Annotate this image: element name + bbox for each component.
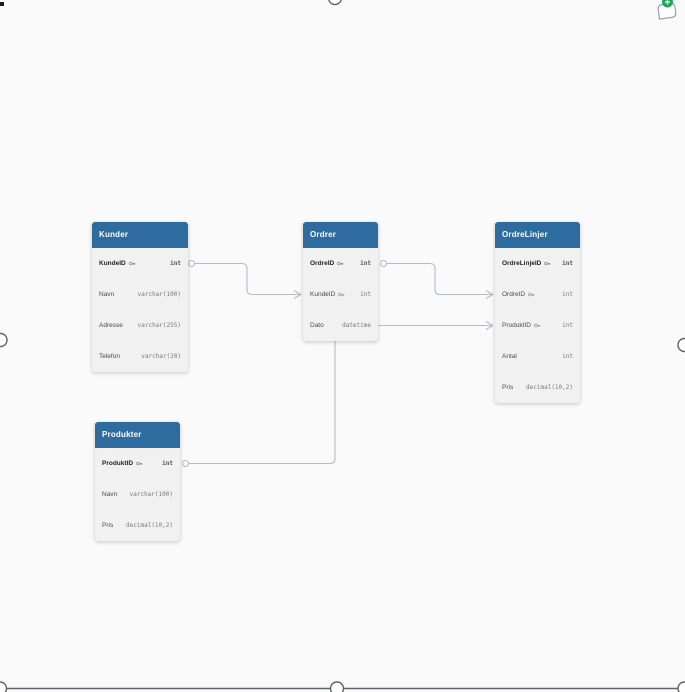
foreign-key-icon	[338, 292, 345, 297]
table-header[interactable]: Produkter	[95, 422, 180, 448]
field-row[interactable]: OrdreID int	[495, 279, 580, 310]
field-row[interactable]: Antal int	[495, 341, 580, 372]
field-type: decimal(10,2)	[126, 522, 173, 529]
field-name: OrdreLinjeID	[502, 260, 542, 267]
field-row[interactable]: Dato datetime	[303, 310, 378, 341]
foreign-key-icon	[534, 323, 541, 328]
field-row[interactable]: Navn varchar(100)	[95, 479, 180, 510]
field-name: Navn	[102, 491, 118, 498]
relationship-produkter-ordrelinjer[interactable]	[181, 321, 494, 468]
field-row[interactable]: ProduktID int	[495, 310, 580, 341]
field-name: Pris	[102, 522, 114, 529]
field-row[interactable]: Pris decimal(10,2)	[95, 510, 180, 541]
field-name: ProduktID	[102, 460, 134, 467]
field-type: int	[562, 353, 573, 360]
table-header[interactable]: Kunder	[92, 222, 188, 248]
field-name: Navn	[99, 291, 115, 298]
field-row[interactable]: KundeID int	[303, 279, 378, 310]
relationship-kunder-ordrer[interactable]	[187, 259, 302, 299]
clipped-ui-artifact	[0, 2, 4, 6]
frame-handle-bottom-mid[interactable]	[329, 681, 345, 692]
primary-key-icon	[136, 461, 143, 466]
field-type: varchar(100)	[137, 291, 181, 298]
field-type: int	[162, 460, 173, 467]
primary-key-icon	[544, 261, 551, 266]
field-name: Telefon	[99, 353, 120, 360]
field-name: KundeID	[99, 260, 126, 267]
comment-cursor-icon	[657, 2, 677, 20]
field-row[interactable]: Pris decimal(10,2)	[495, 372, 580, 403]
field-row[interactable]: OrdreID int	[303, 248, 378, 279]
field-row[interactable]: KundeID int	[92, 248, 188, 279]
primary-key-icon	[128, 261, 136, 266]
field-row[interactable]: Navn varchar(100)	[92, 279, 188, 310]
frame-handle-top-mid[interactable]	[328, 0, 342, 6]
field-name: Pris	[502, 384, 514, 391]
field-row[interactable]: Adresse varchar(255)	[92, 310, 188, 341]
field-type: decimal(10,2)	[526, 384, 573, 391]
add-comment-badge	[662, 0, 673, 8]
field-type: varchar(20)	[141, 353, 181, 360]
table-header[interactable]: Ordrer	[303, 222, 378, 248]
field-type: int	[360, 260, 371, 267]
field-type: int	[360, 291, 371, 298]
field-name: Antal	[502, 353, 517, 360]
relationship-ordrer-ordrelinjer[interactable]	[379, 259, 494, 299]
frame-handle-left-mid[interactable]	[0, 332, 8, 348]
field-name: Dato	[310, 322, 324, 329]
field-name: Adresse	[99, 322, 123, 329]
field-name: KundeID	[310, 291, 336, 298]
field-type: datetime	[342, 322, 371, 329]
field-row[interactable]: ProduktID int	[95, 448, 180, 479]
field-type: int	[170, 260, 181, 267]
primary-key-icon	[337, 261, 344, 266]
table-kunder[interactable]: Kunder KundeID int Navn varchar(100) Adr…	[92, 222, 188, 372]
field-type: varchar(100)	[129, 491, 173, 498]
frame-handle-right-mid[interactable]	[677, 337, 685, 353]
table-header[interactable]: OrdreLinjer	[495, 222, 580, 248]
field-name: OrdreID	[310, 260, 335, 267]
table-ordrer[interactable]: Ordrer OrdreID int KundeID int Dato date…	[303, 222, 378, 341]
field-type: int	[562, 291, 573, 298]
foreign-key-icon	[528, 292, 535, 297]
field-type: varchar(255)	[137, 322, 181, 329]
frame-handle-bottom-right[interactable]	[677, 681, 685, 692]
field-type: int	[562, 322, 573, 329]
field-type: int	[562, 260, 573, 267]
table-produkter[interactable]: Produkter ProduktID int Navn varchar(100…	[95, 422, 180, 541]
field-row[interactable]: Telefon varchar(20)	[92, 341, 188, 372]
field-row[interactable]: OrdreLinjeID int	[495, 248, 580, 279]
field-name: OrdreID	[502, 291, 526, 298]
frame-handle-bottom-left[interactable]	[0, 681, 8, 692]
table-ordrelinjer[interactable]: OrdreLinjer OrdreLinjeID int OrdreID int…	[495, 222, 580, 403]
field-name: ProduktID	[502, 322, 531, 329]
